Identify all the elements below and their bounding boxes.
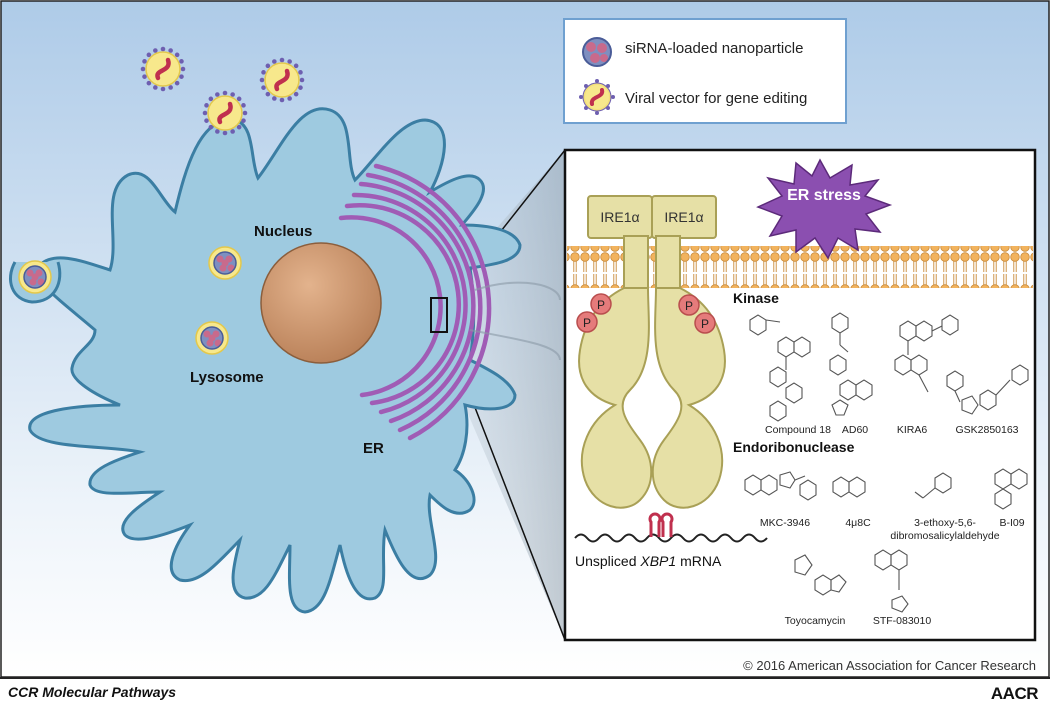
compound-label: MKC-3946 bbox=[760, 517, 810, 529]
endocytosed-nanoparticle bbox=[18, 260, 52, 294]
structure-compound-18 bbox=[749, 314, 811, 422]
er-stress-burst bbox=[756, 158, 893, 260]
lysosome-nanoparticle bbox=[208, 246, 242, 280]
phosphate-groups bbox=[576, 293, 716, 334]
structure-stf-083010 bbox=[874, 549, 909, 613]
compound-label: GSK2850163 bbox=[955, 424, 1018, 436]
structure-4mu8c bbox=[832, 476, 866, 498]
endoplasmic-reticulum bbox=[338, 163, 492, 441]
compound-label: dibromosalicylaldehyde bbox=[890, 530, 999, 542]
compound-label: B-I09 bbox=[999, 517, 1024, 529]
mrna-label: Unspliced XBP1 mRNA bbox=[575, 553, 722, 569]
ire1-tm-right bbox=[655, 235, 681, 293]
endoribonuclease-heading: Endoribonuclease bbox=[733, 439, 855, 455]
ire1-cytosolic-left bbox=[578, 287, 653, 509]
legend: siRNA-loaded nanoparticle Viral vector f… bbox=[563, 18, 847, 124]
ire1-tm-left bbox=[623, 235, 649, 293]
mrna-label-prefix: Unspliced bbox=[575, 553, 640, 569]
xbp1-mrna bbox=[574, 533, 768, 543]
journal-name: CCR Molecular Pathways bbox=[8, 684, 177, 700]
structure-toyocamycin bbox=[794, 554, 847, 596]
nucleus bbox=[260, 242, 382, 364]
nanoparticle-legend-label: siRNA-loaded nanoparticle bbox=[625, 40, 804, 57]
viral-vector-particle bbox=[259, 57, 305, 103]
viral-vector-legend-icon bbox=[579, 79, 615, 115]
compound-label: KIRA6 bbox=[897, 424, 928, 436]
cone-er-hint bbox=[474, 281, 561, 301]
er-label: ER bbox=[363, 440, 384, 457]
zoom-box bbox=[430, 297, 448, 333]
phospho-label: P bbox=[685, 299, 693, 313]
phospho-label: P bbox=[701, 317, 709, 331]
ire1-luminal-right bbox=[651, 195, 717, 239]
mrna-label-gene: XBP1 bbox=[639, 553, 676, 569]
structure-kira6 bbox=[894, 314, 959, 393]
compound-label: Toyocamycin bbox=[785, 615, 846, 627]
cell-body bbox=[28, 107, 522, 614]
structure-gsk2850163 bbox=[946, 364, 1029, 415]
structure-mkc-3946 bbox=[744, 471, 817, 501]
publisher-logo: AACR bbox=[990, 684, 1039, 703]
lysosome-label: Lysosome bbox=[190, 369, 264, 386]
ire1-cytosolic-right bbox=[651, 287, 726, 509]
mrna-label-suffix: mRNA bbox=[676, 553, 722, 569]
compound-label: STF-083010 bbox=[873, 615, 932, 627]
structure-b-i09 bbox=[994, 468, 1028, 510]
kinase-heading: Kinase bbox=[733, 290, 779, 306]
phospho-label: P bbox=[597, 298, 605, 312]
compound-label: AD60 bbox=[842, 424, 868, 436]
ire1-dimer bbox=[578, 195, 726, 509]
er-stress-label: ER stress bbox=[787, 187, 861, 204]
ire1-right-label: IRE1α bbox=[664, 209, 703, 225]
ire1-left-label: IRE1α bbox=[600, 209, 639, 225]
viral-vector-particle bbox=[140, 46, 186, 92]
lysosome-nanoparticle bbox=[195, 321, 229, 355]
nanoparticle-legend-icon bbox=[582, 37, 612, 67]
structure-ad60 bbox=[829, 312, 873, 416]
copyright-text: © 2016 American Association for Cancer R… bbox=[743, 658, 1036, 673]
compound-label: 3-ethoxy-5,6- bbox=[914, 517, 976, 529]
viral-vector-legend-label: Viral vector for gene editing bbox=[625, 90, 808, 107]
mrna-hairpins bbox=[648, 512, 674, 537]
viral-vector-particle bbox=[202, 90, 248, 136]
phospho-label: P bbox=[583, 316, 591, 330]
compound-structures bbox=[744, 312, 1029, 613]
structure-3-ethoxy-dibromo bbox=[914, 472, 952, 499]
nucleus-label: Nucleus bbox=[254, 223, 312, 240]
particles-layer bbox=[18, 46, 305, 355]
compound-label: Compound 18 bbox=[765, 424, 831, 436]
compound-label: 4μ8C bbox=[845, 517, 871, 529]
cone-er-hint bbox=[469, 329, 561, 361]
